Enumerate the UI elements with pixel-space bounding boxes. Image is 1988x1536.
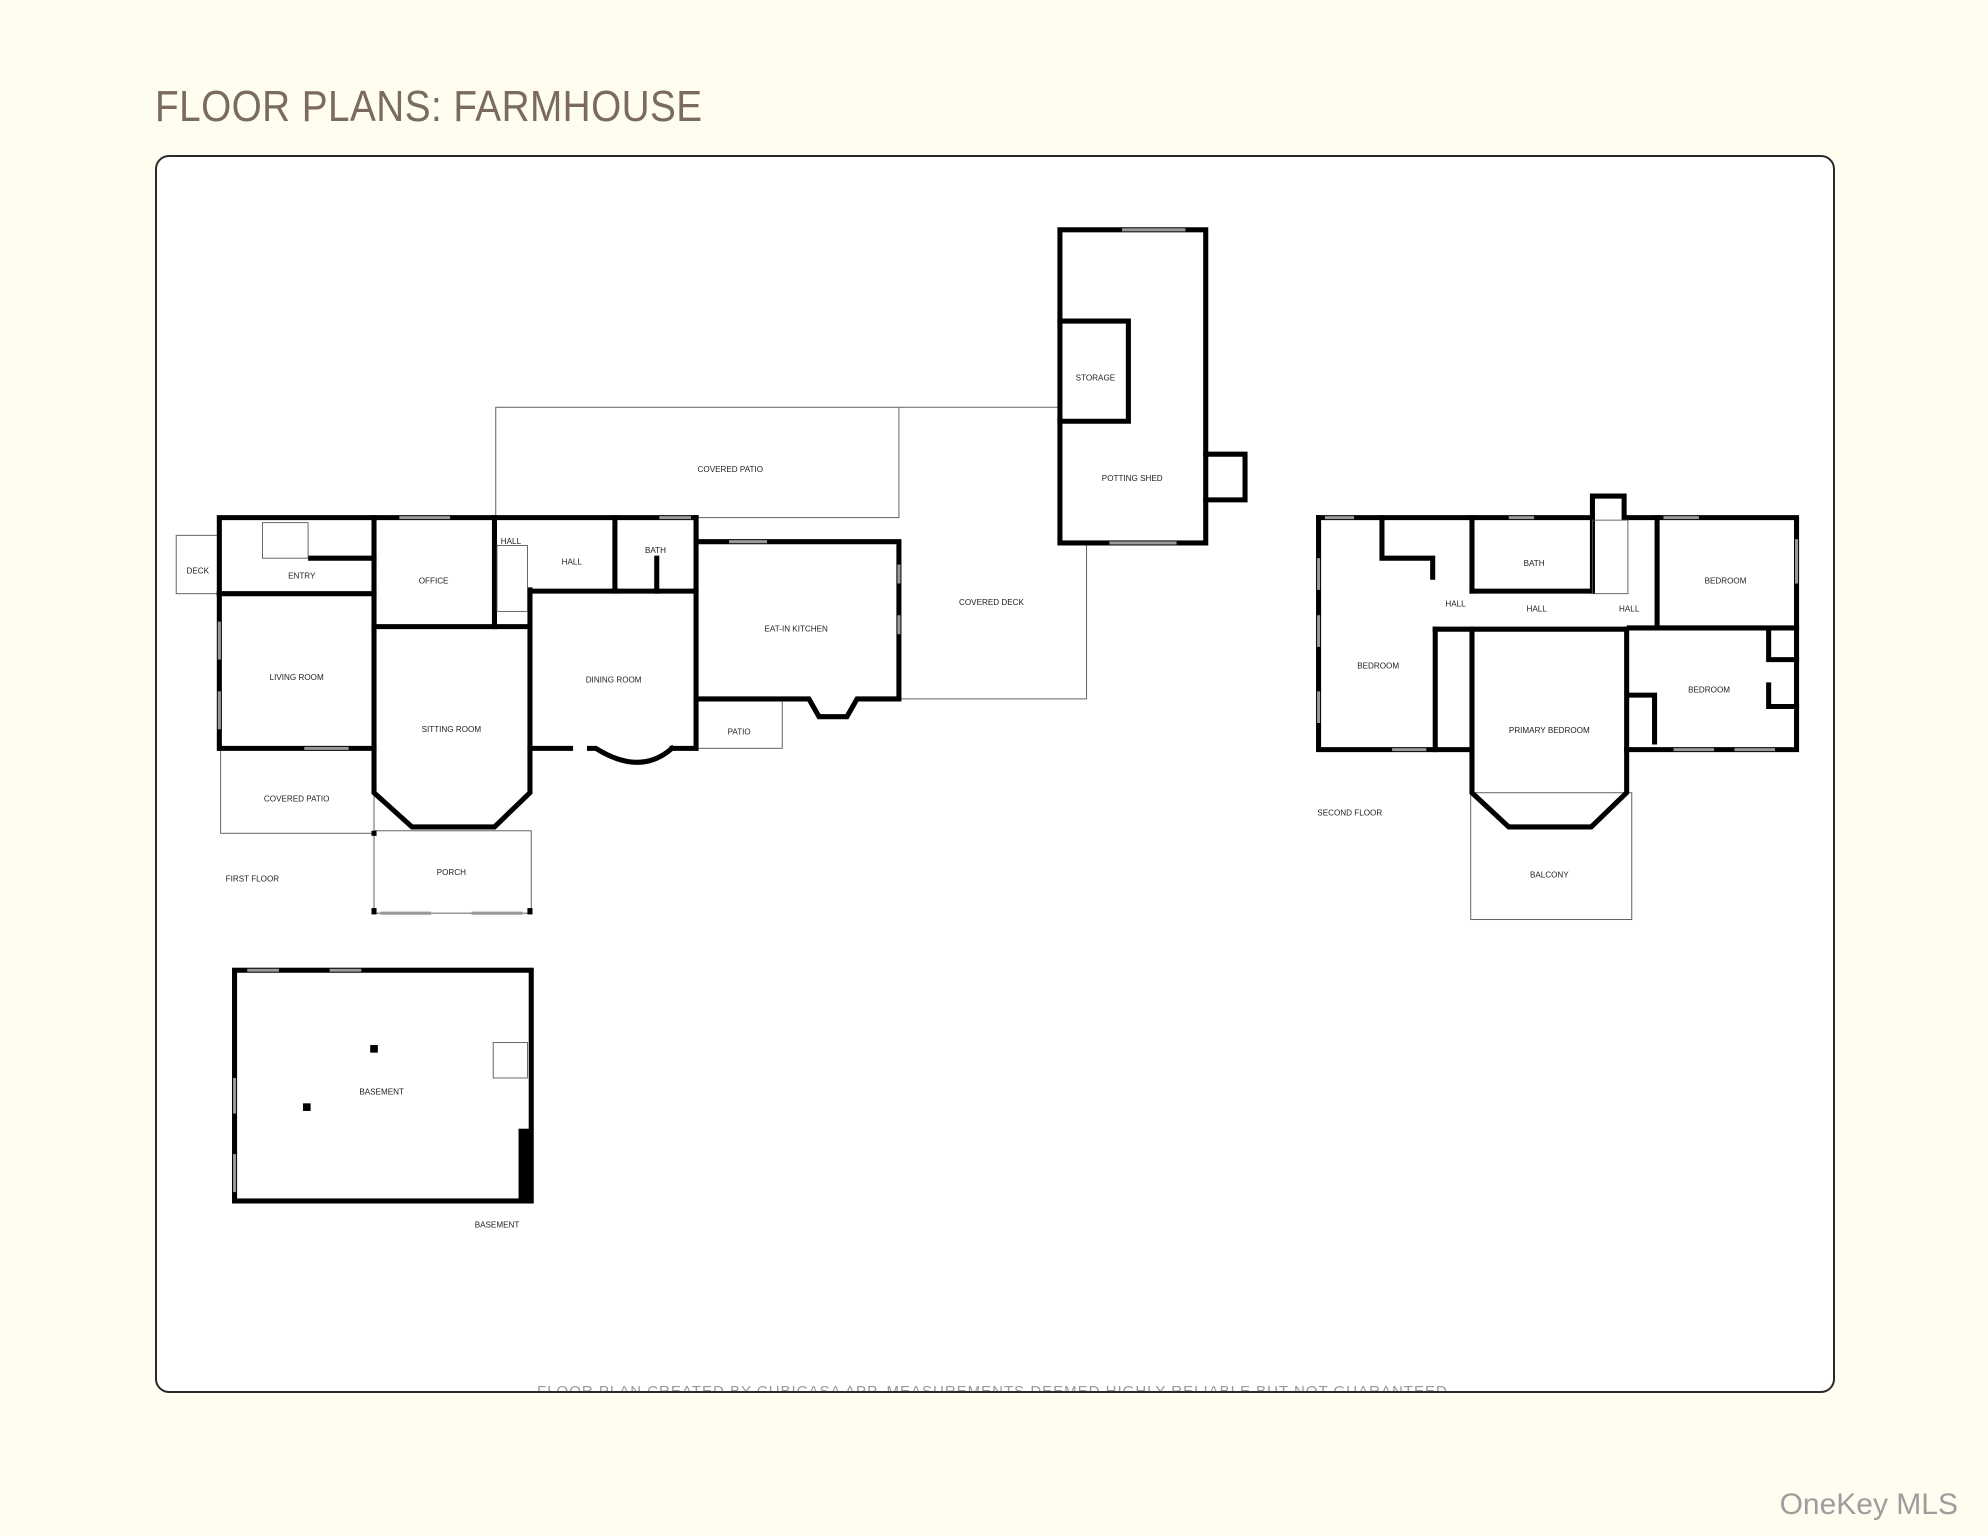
- watermark-logo: OneKey MLS: [1779, 1488, 1958, 1521]
- room-label-primary-bedroom: PRIMARY BEDROOM: [1509, 726, 1590, 735]
- room-label-bedroom: BEDROOM: [1705, 577, 1747, 586]
- room-label-hall: HALL: [1526, 604, 1547, 613]
- room-label-dining-room: DINING ROOM: [586, 675, 642, 684]
- floor-label-second: SECOND FLOOR: [1317, 809, 1382, 818]
- room-label-bedroom: BEDROOM: [1688, 686, 1730, 695]
- page-title: FLOOR PLANS: FARMHOUSE: [155, 82, 703, 131]
- room-label-covered-patio: COVERED PATIO: [698, 465, 764, 474]
- room-label-hall: HALL: [562, 558, 583, 567]
- room-labels: DECK ENTRY OFFICE HALL HALL BATH LIVING …: [187, 374, 1747, 1230]
- room-label-covered-patio: COVERED PATIO: [264, 795, 330, 804]
- second-floor-walls: [1316, 493, 1800, 921]
- room-label-porch: PORCH: [437, 868, 466, 877]
- room-label-hall: HALL: [501, 537, 522, 546]
- room-label-sitting-room: SITTING ROOM: [422, 725, 482, 734]
- room-label-patio: PATIO: [728, 727, 751, 736]
- potting-shed-walls: [1057, 227, 1248, 546]
- room-label-entry: ENTRY: [288, 571, 316, 580]
- floor-label-first: FIRST FLOOR: [226, 874, 280, 883]
- room-label-hall: HALL: [1445, 599, 1466, 608]
- disclaimer: FLOOR PLAN CREATED BY CUBICASA APP. MEAS…: [537, 1383, 1453, 1393]
- room-label-deck: DECK: [187, 566, 210, 575]
- floor-label-basement: BASEMENT: [475, 1221, 520, 1230]
- room-label-bath: BATH: [645, 546, 666, 555]
- room-label-balcony: BALCONY: [1530, 871, 1569, 880]
- room-label-bedroom: BEDROOM: [1357, 661, 1399, 670]
- basement-walls: [232, 967, 534, 1204]
- room-label-office: OFFICE: [419, 577, 449, 586]
- room-label-storage: STORAGE: [1076, 374, 1116, 383]
- first-floor-walls: [216, 515, 902, 915]
- room-label-bath: BATH: [1524, 559, 1545, 568]
- first-floor-outdoor-areas: [175, 406, 1088, 914]
- room-label-kitchen: EAT-IN KITCHEN: [765, 625, 829, 634]
- room-label-potting-shed: POTTING SHED: [1102, 474, 1163, 483]
- floor-plan-card: FLOOR PLAN CREATED BY CUBICASA APP. MEAS…: [155, 155, 1835, 1393]
- room-label-living-room: LIVING ROOM: [270, 673, 324, 682]
- room-label-hall: HALL: [1619, 604, 1640, 613]
- room-label-covered-deck: COVERED DECK: [959, 598, 1024, 607]
- room-label-basement: BASEMENT: [359, 1087, 404, 1096]
